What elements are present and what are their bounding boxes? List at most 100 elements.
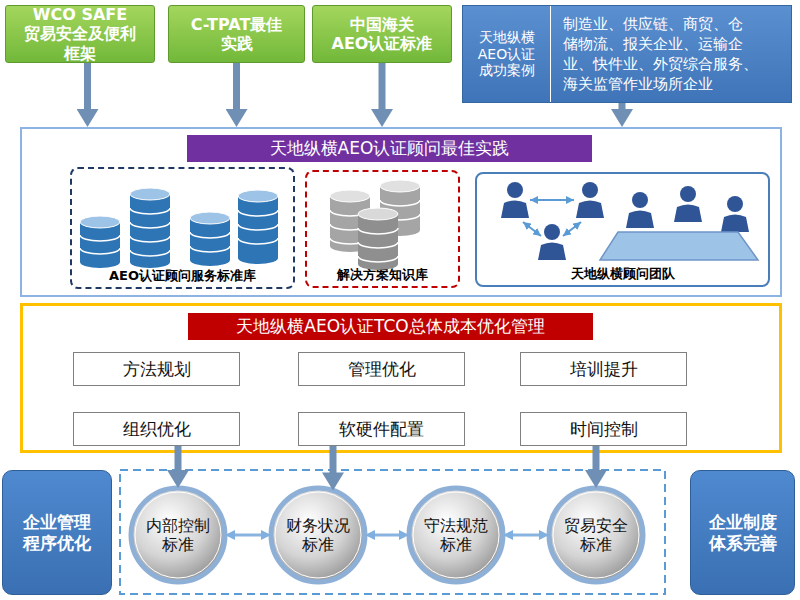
database-icon <box>238 252 278 264</box>
person-icon <box>674 205 702 223</box>
resource-box: AEO认证顾问服务标准库 <box>70 167 295 289</box>
source-box: 中国海关 AEO认证标准 <box>312 5 452 63</box>
database-icon <box>130 256 170 268</box>
database-icon <box>80 222 120 262</box>
source-box: WCO SAFE 贸易安全及便利 框架 <box>5 5 155 63</box>
dashed-group-frame <box>120 470 665 594</box>
database-icon <box>380 186 420 230</box>
person-icon <box>721 215 749 233</box>
section-heading: 天地纵横AEO认证顾问最佳实践 <box>187 135 592 162</box>
method-label: 方法规划 <box>123 359 191 379</box>
circle-outline <box>549 488 643 582</box>
resource-label: 天地纵横顾问团队 <box>571 266 675 282</box>
circle-outline <box>271 488 365 582</box>
person-icon <box>680 186 696 202</box>
database-icon <box>358 258 398 270</box>
person-icon <box>582 182 598 198</box>
method-label: 培训提升 <box>570 359 638 379</box>
circle-gloss <box>135 492 221 578</box>
method-box: 培训提升 <box>520 352 687 386</box>
circle-gloss <box>553 492 639 578</box>
standard-label: 内部控制 标准 <box>138 516 218 554</box>
two-way-arrow <box>370 534 404 537</box>
flow-arrow <box>619 103 626 117</box>
exchange-arrow <box>530 199 574 201</box>
resource-box: 天地纵横顾问团队 <box>475 172 770 287</box>
database-icon <box>80 216 120 228</box>
standard-circle: 财务状况 标准 <box>268 485 368 585</box>
section-panel: 天地纵横AEO认证顾问最佳实践 AEO认证顾问服务标准库 解决方案知识库天地纵横顾问… <box>20 127 782 297</box>
person-icon <box>507 182 523 198</box>
method-label: 软硬件配置 <box>339 419 424 439</box>
database-icon <box>358 214 398 264</box>
flow-arrow <box>379 63 386 117</box>
person-icon <box>501 201 529 219</box>
person-icon <box>538 243 566 261</box>
resource-label: AEO认证顾问服务标准库 <box>109 268 256 284</box>
case-box: 天地纵横 AEO认证 成功案例制造业、供应链、商贸、仓 储物流、报关企业、运输企… <box>462 5 792 103</box>
database-icon <box>358 228 398 262</box>
database-icon <box>330 196 370 246</box>
method-box: 软硬件配置 <box>298 412 465 446</box>
database-icon <box>190 254 230 266</box>
resource-box: 解决方案知识库 <box>305 170 460 288</box>
person-icon <box>626 211 654 229</box>
database-icon <box>380 200 420 220</box>
person-icon <box>632 192 648 208</box>
method-label: 管理优化 <box>348 359 416 379</box>
circle-gloss <box>413 492 499 578</box>
method-box: 方法规划 <box>73 352 240 386</box>
standard-label: 贸易安全 标准 <box>556 516 636 554</box>
database-icon <box>80 235 120 254</box>
method-box: 时间控制 <box>520 412 687 446</box>
standard-label: 守法规范 标准 <box>416 516 496 554</box>
flow-arrow <box>84 63 91 117</box>
flow-arrow <box>175 446 182 478</box>
source-label: C-TPAT最佳 实践 <box>181 15 293 53</box>
database-icon <box>238 196 278 258</box>
person-icon <box>544 224 560 240</box>
circle-outline <box>131 488 225 582</box>
database-icon <box>238 210 278 244</box>
database-icon <box>190 218 230 260</box>
industry-list: 制造业、供应链、商贸、仓 储物流、报关企业、运输企 业、快件业、外贸综合服务、 … <box>551 6 781 102</box>
database-icon <box>330 210 370 244</box>
two-way-arrow <box>508 534 544 537</box>
standard-label: 财务状况 标准 <box>278 516 358 554</box>
meeting-table <box>600 232 758 260</box>
standard-circle: 贸易安全 标准 <box>546 485 646 585</box>
case-title: 天地纵横 AEO认证 成功案例 <box>463 6 551 102</box>
standard-circle: 守法规范 标准 <box>406 485 506 585</box>
method-box: 组织优化 <box>73 412 240 446</box>
source-box: C-TPAT最佳 实践 <box>168 5 305 63</box>
method-box: 管理优化 <box>298 352 465 386</box>
side-label: 企业管理 程序优化 <box>17 512 97 553</box>
two-way-arrow <box>230 534 266 537</box>
standard-circle: 内部控制 标准 <box>128 485 228 585</box>
person-icon <box>576 201 604 219</box>
method-label: 时间控制 <box>570 419 638 439</box>
database-icon <box>380 180 420 192</box>
side-box: 企业管理 程序优化 <box>2 470 112 595</box>
database-icon <box>380 224 420 236</box>
flow-arrow <box>233 63 240 117</box>
flow-arrow <box>330 446 337 480</box>
database-icon <box>238 190 278 202</box>
section-heading: 天地纵横AEO认证TCO总体成本优化管理 <box>188 313 593 340</box>
database-icon <box>130 194 170 262</box>
person-icon <box>727 196 743 212</box>
database-icon <box>358 208 398 220</box>
database-icon <box>190 212 230 224</box>
section-panel: 天地纵横AEO认证TCO总体成本优化管理方法规划 管理优化 培训提升组织优化 软硬件配… <box>20 303 782 453</box>
circle-gloss <box>275 492 361 578</box>
database-icon <box>80 256 120 268</box>
connector-group <box>88 63 623 535</box>
exchange-arrow <box>563 222 581 236</box>
database-icon <box>130 188 170 200</box>
exchange-arrow <box>523 222 541 236</box>
circle-outline <box>409 488 503 582</box>
method-label: 组织优化 <box>123 419 191 439</box>
